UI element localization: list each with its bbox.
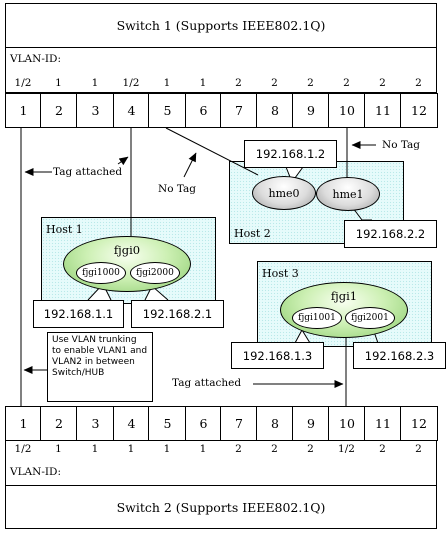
switch1-port-vlan-1: 1/2: [14, 77, 32, 89]
switch2-port-10: 10: [328, 406, 366, 441]
switch1-port-12: 12: [400, 93, 438, 128]
host3-fjgi2001-interface: fjgi2001: [345, 307, 395, 329]
trunk-note: Use VLAN trunking to enable VLAN1 and VL…: [47, 332, 153, 402]
switch1-port-vlan-4: 1/2: [122, 77, 140, 89]
switch1-port-7: 7: [220, 93, 258, 128]
tag-attached-bottom-text: Tag attached: [172, 377, 242, 389]
switch1-title: Switch 1 (Supports IEEE802.1Q): [5, 3, 437, 48]
switch1-port-8: 8: [256, 93, 294, 128]
tag-attached-top-text: Tag attached: [53, 166, 123, 178]
switch2-port-vlan-4: 1: [127, 443, 135, 455]
switch1-port-vlan-5: 1: [163, 77, 171, 89]
switch1-port-4: 4: [113, 93, 150, 128]
switch2-title: Switch 2 (Supports IEEE802.1Q): [5, 485, 437, 529]
switch1-port-6: 6: [185, 93, 222, 128]
switch2-port-vlan-12: 2: [415, 443, 422, 455]
host3-ip-vlan1: 192.168.1.3: [231, 342, 324, 369]
host2-ip-vlan2: 192.168.2.2: [344, 220, 437, 248]
host3-fjgi1001-interface: fjgi1001: [292, 307, 342, 329]
switch2-port-vlan-11: 2: [379, 443, 386, 455]
switch2-port-11: 11: [364, 406, 402, 441]
switch1-port-vlan-7: 2: [235, 77, 242, 89]
switch2-port-vlan-2: 1: [55, 443, 62, 455]
host1-fjgi0-label: fjgi0: [113, 243, 141, 257]
switch2-vlan-id-label: VLAN-ID:: [10, 466, 61, 478]
switch2-port-vlan-7: 2: [235, 443, 242, 455]
switch2-port-vlan-6: 1: [199, 443, 207, 455]
host1-fjgi1000-interface: fjgi1000: [76, 262, 126, 284]
switch1-port-3: 3: [76, 93, 115, 128]
switch2-port-5: 5: [148, 406, 187, 441]
host2-hme0-link: [165, 127, 259, 176]
switch1-port-vlan-12: 2: [415, 77, 422, 89]
switch1-port-vlan-8: 2: [271, 77, 278, 89]
switch2-port-7: 7: [220, 406, 258, 441]
switch2-port-vlan-3: 1: [91, 443, 99, 455]
tag-top-arrow-right: [117, 156, 129, 166]
host3-label: Host 3: [262, 267, 299, 280]
switch1-vlan-row: VLAN-ID:: [5, 47, 437, 93]
switch1-vlan-id-label: VLAN-ID:: [10, 53, 61, 65]
switch2-port-vlan-5: 1: [163, 443, 171, 455]
switch2-port-6: 6: [185, 406, 222, 441]
host1-ip-vlan1: 192.168.1.1: [33, 300, 124, 328]
no-tag-center-text: No Tag: [158, 183, 197, 195]
switch2-port-vlan-10: 1/2: [338, 443, 355, 455]
switch1-port-vlan-9: 2: [307, 77, 314, 89]
switch2-port-12: 12: [400, 406, 438, 441]
switch2-port-vlan-9: 2: [307, 443, 314, 455]
host1-fjgi2000-interface: fjgi2000: [130, 262, 180, 284]
host2-hme1-interface: hme1: [316, 177, 380, 211]
no-tag-right-text: No Tag: [382, 139, 421, 151]
switch1-port-vlan-6: 1: [199, 77, 207, 89]
host2-label: Host 2: [234, 227, 271, 240]
host1-ip-vlan2: 192.168.2.1: [131, 300, 224, 328]
host3-ip-vlan2: 192.168.2.3: [353, 342, 446, 369]
switch2-port-vlan-8: 2: [271, 443, 278, 455]
switch2-port-1: 1: [5, 406, 42, 441]
host3-fjgi1-label: fjgi1: [330, 289, 358, 303]
switch1-port-2: 2: [40, 93, 78, 128]
switch1-port-vlan-3: 1: [91, 77, 99, 89]
switch2-port-vlan-1: 1/2: [14, 443, 32, 455]
switch1-port-vlan-2: 1: [55, 77, 62, 89]
switch2-port-2: 2: [40, 406, 78, 441]
switch1-port-vlan-11: 2: [379, 77, 386, 89]
host2-ip-vlan1: 192.168.1.2: [244, 140, 337, 168]
host1-label: Host 1: [46, 223, 83, 236]
switch1-port-vlan-10: 2: [343, 77, 350, 89]
no-tag-center-arrow: [183, 152, 197, 178]
host2-hme0-interface: hme0: [252, 176, 316, 210]
switch1-port-1: 1: [5, 93, 42, 128]
switch1-port-9: 9: [292, 93, 330, 128]
